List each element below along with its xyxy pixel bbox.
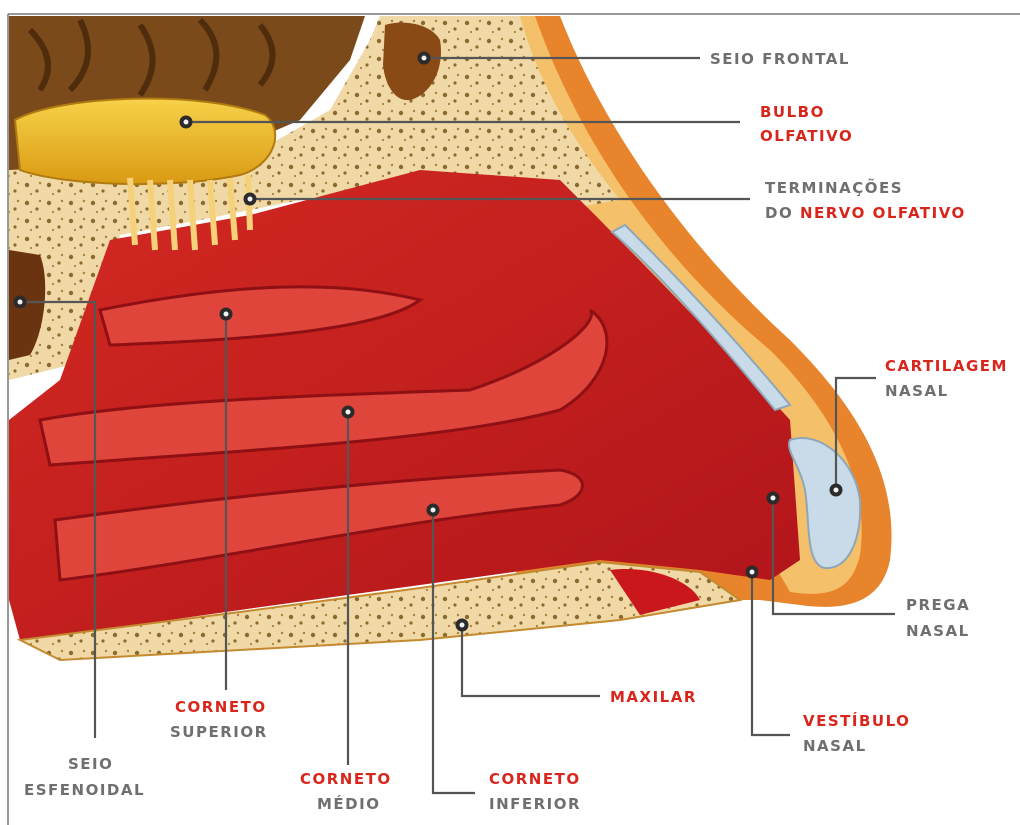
pointer-dot-terminacoes xyxy=(244,193,257,206)
label-terminacoes-line1: TERMINAÇÕES xyxy=(765,178,903,197)
label-cartilagem-line2: NASAL xyxy=(885,382,949,400)
label-corneto-inferior-line1: CORNETO xyxy=(489,770,581,788)
label-terminacoes-do: DO xyxy=(765,204,800,222)
label-corneto-medio-line2: MÉDIO xyxy=(317,794,380,813)
pointer-dot-cartilagem xyxy=(830,484,843,497)
olfactory-bulb xyxy=(15,99,275,184)
label-vestibulo-line1: VESTÍBULO xyxy=(803,711,910,730)
label-terminacoes-line2: DO NERVO OLFATIVO xyxy=(765,204,966,222)
label-prega-line2: NASAL xyxy=(906,622,970,640)
label-corneto-inferior-line2: INFERIOR xyxy=(489,795,581,813)
pointer-dot-corneto-superior xyxy=(220,308,233,321)
label-corneto-superior-line2: SUPERIOR xyxy=(170,723,268,741)
label-corneto-medio-line1: CORNETO xyxy=(300,770,392,788)
label-seio-esfenoidal-line2: ESFENOIDAL xyxy=(24,781,145,799)
label-vestibulo-line2: NASAL xyxy=(803,737,867,755)
label-maxilar: MAXILAR xyxy=(610,688,697,706)
label-seio-esfenoidal-line1: SEIO xyxy=(68,755,113,773)
pointer-dot-bulbo xyxy=(180,116,193,129)
pointer-dot-prega xyxy=(767,492,780,505)
label-nervo-olfativo: NERVO OLFATIVO xyxy=(800,204,966,222)
pointer-dot-vestibulo xyxy=(746,566,759,579)
label-prega-line1: PREGA xyxy=(906,596,970,614)
label-seio-frontal: SEIO FRONTAL xyxy=(710,50,850,68)
pointer-dot-seio-esfenoidal xyxy=(14,296,27,309)
pointer-dot-seio-frontal xyxy=(418,52,431,65)
leader-maxilar xyxy=(462,625,600,696)
label-cartilagem-line1: CARTILAGEM xyxy=(885,357,1008,375)
pointer-dot-corneto-inferior xyxy=(427,504,440,517)
label-corneto-superior-line1: CORNETO xyxy=(175,698,267,716)
pointer-dot-corneto-medio xyxy=(342,406,355,419)
label-bulbo-line2: OLFATIVO xyxy=(760,127,853,145)
label-bulbo-line1: BULBO xyxy=(760,103,825,121)
pointer-dot-maxilar xyxy=(456,619,469,632)
